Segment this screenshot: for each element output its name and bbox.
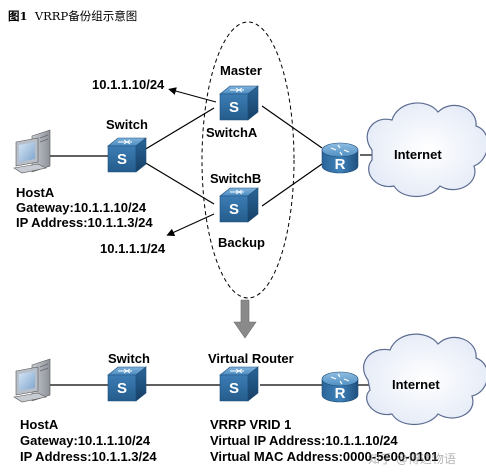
link-switchb-router: [261, 163, 323, 207]
hosta-ip: IP Address:10.1.1.3/24: [16, 215, 153, 230]
switchb-icon: [219, 187, 259, 223]
master-ip-label: 10.1.1.10/24: [92, 77, 165, 92]
internet-cloud-bottom: [362, 333, 486, 426]
switcha-label: SwitchA: [206, 125, 258, 140]
virtual-router-label: Virtual Router: [208, 351, 294, 366]
link-switcha-router: [261, 105, 323, 149]
switcha-icon: [219, 85, 259, 121]
figure-caption: 图1 VRRP备份组示意图: [8, 8, 137, 24]
switchb-label: SwitchB: [210, 171, 262, 186]
figure-number: 图1: [8, 9, 28, 23]
hosta-gateway-bottom: Gateway:10.1.1.10/24: [20, 433, 151, 448]
down-arrow-icon: [233, 299, 257, 339]
switch-label: Switch: [106, 117, 148, 132]
virtual-mac-label: Virtual MAC Address:0000-5e00-0101: [210, 449, 439, 464]
switch-icon-bottom: [107, 366, 147, 402]
vrrp-group-boundary: [201, 21, 295, 299]
figure-title: VRRP备份组示意图: [34, 9, 138, 23]
virtual-router-switch-icon: [219, 366, 259, 402]
backup-label: Backup: [218, 235, 265, 250]
link-switch-switcha: [143, 107, 215, 151]
link-switch-switchb: [143, 161, 215, 205]
internet-label: Internet: [394, 147, 442, 162]
hosta-gateway: Gateway:10.1.1.10/24: [16, 200, 147, 215]
hosta-name: HostA: [16, 185, 55, 200]
switch-icon: [107, 137, 147, 173]
backup-ip-label: 10.1.1.1/24: [100, 241, 166, 256]
switch-label-bottom: Switch: [108, 351, 150, 366]
hosta-pc-icon: [13, 129, 51, 174]
watermark: 知乎 @博达物语: [368, 452, 456, 466]
internet-cloud-top: [366, 102, 486, 198]
ip-pointer-master: [168, 87, 217, 103]
master-label: Master: [220, 63, 262, 78]
router-icon: [321, 142, 359, 174]
internet-label-bottom: Internet: [392, 377, 440, 392]
router-icon-bottom: [321, 371, 359, 403]
vrrp-vrid-label: VRRP VRID 1: [210, 417, 292, 432]
ip-pointer-backup: [166, 213, 215, 236]
virtual-ip-label: Virtual IP Address:10.1.1.10/24: [210, 433, 398, 448]
hosta-ip-bottom: IP Address:10.1.1.3/24: [20, 449, 157, 464]
hosta-pc-icon-bottom: [13, 358, 51, 403]
hosta-name-bottom: HostA: [20, 417, 59, 432]
